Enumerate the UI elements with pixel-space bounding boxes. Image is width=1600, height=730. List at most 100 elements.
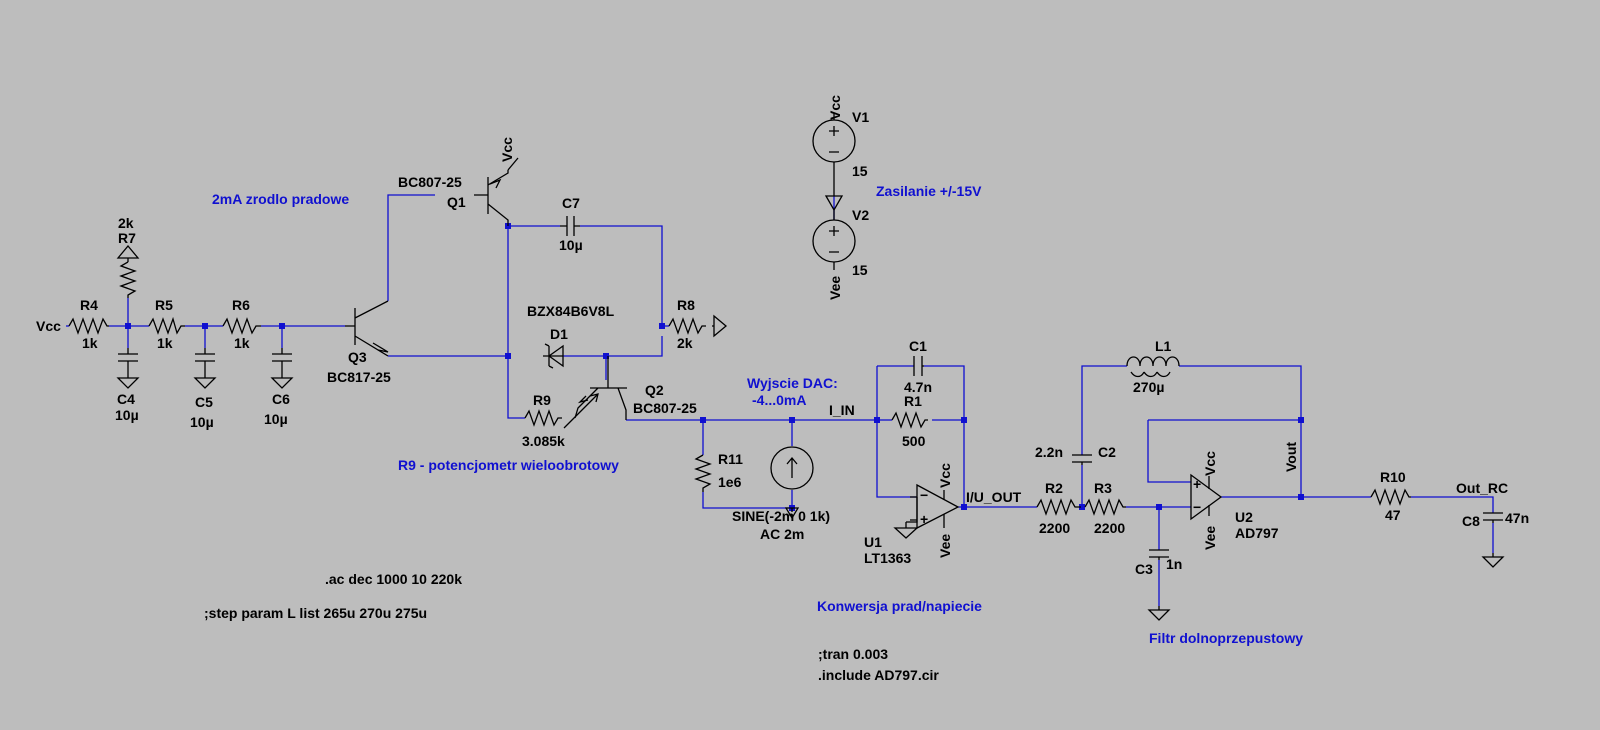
- r1-ref: R1: [904, 393, 922, 409]
- r11-value: 1e6: [718, 474, 742, 490]
- v1-ref: V1: [852, 109, 869, 125]
- c1-value: 4.7n: [904, 379, 932, 395]
- resistor-r3[interactable]: [1084, 498, 1126, 516]
- voltage-source-v2[interactable]: [812, 210, 856, 270]
- i1-value: SINE(-2m 0 1k): [732, 508, 830, 524]
- c2-value: 2.2n: [1035, 444, 1063, 460]
- r11-ref: R11: [718, 451, 743, 467]
- resistor-r8[interactable]: [668, 317, 706, 335]
- capacitor-c4[interactable]: [118, 348, 138, 374]
- r8-value: 2k: [677, 335, 693, 351]
- resistor-r7[interactable]: [119, 261, 137, 298]
- transistor-q3[interactable]: [345, 300, 389, 357]
- svg-text:−: −: [920, 487, 928, 503]
- r10-ref: R10: [1380, 469, 1406, 485]
- ground-c8: [1481, 553, 1505, 568]
- c5-ref: C5: [195, 394, 213, 410]
- ground-r7: [116, 244, 140, 262]
- net-vcc-input: Vcc: [36, 318, 61, 334]
- zener-diode-d1[interactable]: [543, 343, 564, 369]
- inductor-l1[interactable]: [1126, 356, 1180, 378]
- r1-value: 500: [902, 433, 926, 449]
- r5-value: 1k: [157, 335, 173, 351]
- resistor-r4[interactable]: [68, 317, 109, 335]
- comment-supply: Zasilanie +/-15V: [876, 183, 982, 199]
- r6-ref: R6: [232, 297, 250, 313]
- svg-text:+: +: [920, 511, 928, 527]
- spice-directives: .ac dec 1000 10 220k ;step param L list …: [204, 571, 939, 683]
- r7-value: 2k: [118, 215, 134, 231]
- net-vcc-v1: Vcc: [827, 95, 843, 120]
- directive-include: .include AD797.cir: [818, 667, 939, 683]
- u2-ref: U2: [1235, 509, 1253, 525]
- directive-ac: .ac dec 1000 10 220k: [325, 571, 462, 587]
- resistor-r6[interactable]: [222, 317, 261, 335]
- junctions: [125, 223, 1304, 511]
- d1-value: BZX84B6V8L: [527, 303, 615, 319]
- v1-value: 15: [852, 163, 868, 179]
- q3-ref: Q3: [348, 349, 367, 365]
- l1-value: 270µ: [1133, 379, 1164, 395]
- c6-ref: C6: [272, 391, 290, 407]
- comment-current-source: 2mA zrodlo pradowe: [212, 191, 349, 207]
- ground-c3: [1147, 606, 1171, 621]
- q2-value: BC807-25: [633, 400, 697, 416]
- opamp-u1[interactable]: − +: [910, 483, 960, 530]
- directive-tran: ;tran 0.003: [818, 646, 888, 662]
- c4-value: 10µ: [115, 407, 139, 423]
- transistor-q2[interactable]: [574, 356, 627, 420]
- net-vout: Vout: [1283, 442, 1299, 472]
- resistor-r1[interactable]: [891, 411, 928, 429]
- directive-step: ;step param L list 265u 270u 275u: [204, 605, 427, 621]
- q1-ref: Q1: [447, 194, 466, 210]
- resistor-r9[interactable]: [524, 409, 562, 427]
- c3-value: 1n: [1166, 556, 1182, 572]
- svg-text:−: −: [1193, 499, 1201, 515]
- resistor-r11[interactable]: [694, 454, 712, 492]
- opamp-u2[interactable]: + −: [1190, 473, 1223, 521]
- c8-ref: C8: [1462, 513, 1480, 529]
- current-source-i1[interactable]: [770, 446, 814, 520]
- r9-wiper-arrow: [563, 393, 599, 429]
- ground-c4: [116, 374, 140, 389]
- component-labels: R4 1k R5 1k R6 1k 2k R7 C4 10µ C5 10µ C6…: [80, 109, 1529, 577]
- u1-ref: U1: [864, 534, 882, 550]
- capacitor-c1[interactable]: [913, 356, 924, 376]
- resistor-r2[interactable]: [1036, 498, 1081, 516]
- l1-ref: L1: [1155, 338, 1172, 354]
- comment-pot-note: R9 - potencjometr wieloobrotowy: [398, 457, 619, 473]
- transistor-q1[interactable]: [474, 157, 519, 226]
- net-vee-u1: Vee: [937, 534, 953, 558]
- d1-ref: D1: [550, 326, 568, 342]
- r8-ref: R8: [677, 297, 695, 313]
- i1-ac: AC 2m: [760, 526, 804, 542]
- v2-value: 15: [852, 262, 868, 278]
- comment-lowpass: Filtr dolnoprzepustowy: [1149, 630, 1303, 646]
- net-vcc-u1: Vcc: [937, 463, 953, 488]
- capacitor-c7[interactable]: [560, 216, 580, 236]
- c3-ref: C3: [1135, 561, 1153, 577]
- wires: [66, 194, 1494, 606]
- capacitor-c2[interactable]: [1072, 454, 1092, 465]
- capacitor-c8[interactable]: [1483, 512, 1503, 523]
- ground-r8: [712, 314, 728, 338]
- u2-value: AD797: [1235, 525, 1279, 541]
- voltage-source-v1[interactable]: [812, 113, 856, 212]
- resistor-r10[interactable]: [1370, 488, 1411, 506]
- u1-value: LT1363: [864, 550, 911, 566]
- capacitor-c6[interactable]: [272, 348, 292, 374]
- capacitor-c3[interactable]: [1149, 549, 1169, 560]
- ground-c6: [270, 374, 294, 389]
- resistor-r5[interactable]: [148, 316, 185, 335]
- ground-c5: [193, 374, 217, 389]
- comment-conversion: Konwersja prad/napiecie: [817, 598, 982, 614]
- r6-value: 1k: [234, 335, 250, 351]
- r10-value: 47: [1385, 507, 1401, 523]
- net-vcc-u2: Vcc: [1202, 451, 1218, 476]
- capacitor-c5[interactable]: [195, 348, 215, 374]
- comment-dac-out-1: Wyjscie DAC:: [747, 375, 838, 391]
- r7-ref: R7: [118, 230, 136, 246]
- net-out-rc: Out_RC: [1456, 480, 1508, 496]
